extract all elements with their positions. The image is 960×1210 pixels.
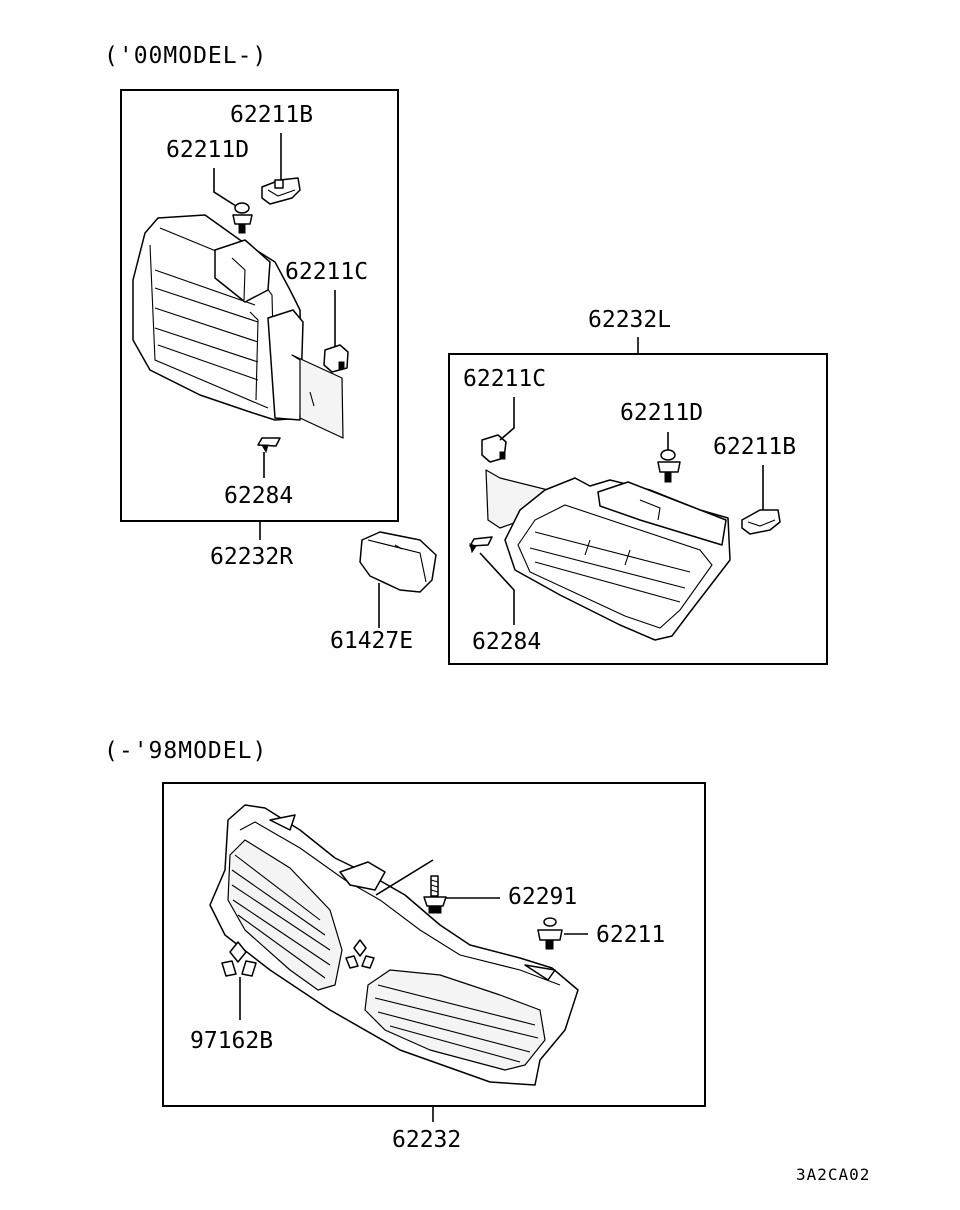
- cap-62211C-right: [323, 344, 349, 373]
- label-emblem-97162B: 97162B: [190, 1028, 273, 1054]
- fastener-62211D-right: [232, 202, 253, 234]
- screw-62284-left: [469, 536, 493, 554]
- label-62284-right: 62284: [224, 483, 293, 509]
- assembly-box-62232: [162, 782, 706, 1107]
- cover-61427E: [359, 531, 437, 593]
- label-assembly-62232R: 62232R: [210, 544, 293, 570]
- label-62211B-right: 62211B: [230, 102, 313, 128]
- label-62211D-right: 62211D: [166, 137, 249, 163]
- section-title-00-model: ('00MODEL-): [104, 43, 267, 69]
- label-assembly-62232L: 62232L: [588, 307, 671, 333]
- clip-62211B-left: [741, 509, 781, 535]
- grille-r-drawing: [132, 214, 344, 439]
- label-assembly-62232: 62232: [392, 1127, 461, 1153]
- fastener-62211D-left: [657, 449, 681, 483]
- label-62211C-left: 62211C: [463, 366, 546, 392]
- diagram-code: 3A2CA02: [796, 1165, 870, 1184]
- emblem-97162B: [221, 941, 257, 977]
- label-62211B-left: 62211B: [713, 434, 796, 460]
- fastener-62211: [537, 917, 563, 950]
- assembly-box-62232L: [448, 353, 828, 665]
- section-title-98-model: (-'98MODEL): [104, 738, 267, 764]
- bolt-62291: [423, 875, 447, 914]
- grille-98-drawing: [209, 804, 579, 1086]
- label-62284-left: 62284: [472, 629, 541, 655]
- grille-l-drawing: [485, 469, 731, 641]
- cap-62211C-left: [481, 434, 507, 463]
- label-62211C-right: 62211C: [285, 259, 368, 285]
- label-62211D-left: 62211D: [620, 400, 703, 426]
- label-cover-61427E: 61427E: [330, 628, 413, 654]
- label-fastener-62211: 62211: [596, 922, 665, 948]
- screw-62284-right: [257, 437, 281, 454]
- clip-62211B-right: [261, 177, 301, 205]
- label-bolt-62291: 62291: [508, 884, 577, 910]
